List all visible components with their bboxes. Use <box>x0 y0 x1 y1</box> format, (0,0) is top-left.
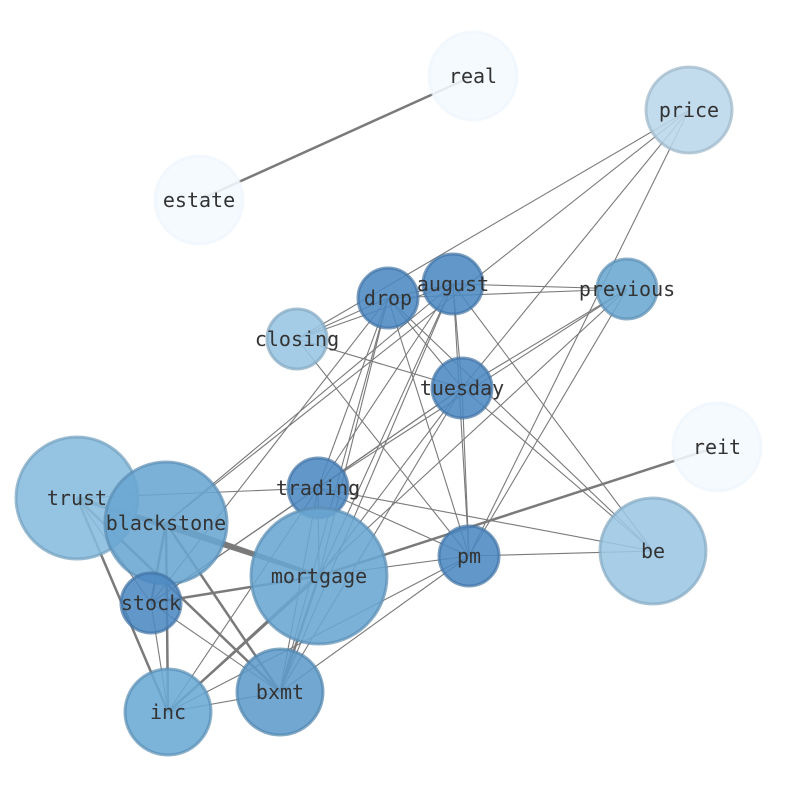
edge-reit-mortgage <box>318 445 718 578</box>
node-circle-stock[interactable] <box>119 571 183 635</box>
node-circle-drop[interactable] <box>356 266 420 330</box>
node-label-trust: trust <box>47 486 107 510</box>
edge-trading-be <box>317 487 654 552</box>
node-real[interactable]: real <box>427 30 519 122</box>
node-circle-be[interactable] <box>598 496 708 606</box>
node-label-reit: reit <box>693 435 741 459</box>
node-label-closing: closing <box>255 327 339 351</box>
node-tuesday[interactable]: tuesday <box>420 356 504 420</box>
node-label-bxmt: bxmt <box>256 680 304 704</box>
node-label-real: real <box>449 64 497 88</box>
node-label-drop: drop <box>364 286 412 310</box>
node-circle-tuesday[interactable] <box>430 356 494 420</box>
node-label-tuesday: tuesday <box>420 376 504 400</box>
node-previous[interactable]: previous <box>579 257 675 321</box>
node-circle-previous[interactable] <box>595 257 659 321</box>
node-label-pm: pm <box>457 544 481 568</box>
node-label-blackstone: blackstone <box>106 511 226 535</box>
node-circle-price[interactable] <box>644 65 734 155</box>
edge-price-pm <box>468 109 690 557</box>
edge-previous-pm <box>468 288 628 557</box>
node-inc[interactable]: inc <box>123 667 213 757</box>
node-pm[interactable]: pm <box>437 524 501 588</box>
node-circle-real[interactable] <box>427 30 519 122</box>
node-circle-pm[interactable] <box>437 524 501 588</box>
edge-tuesday-previous <box>461 288 628 389</box>
node-label-be: be <box>641 539 665 563</box>
node-circle-estate[interactable] <box>153 154 245 246</box>
node-circle-mortgage[interactable] <box>249 506 389 646</box>
node-circle-august[interactable] <box>421 252 485 316</box>
node-label-august: august <box>417 272 489 296</box>
node-circle-bxmt[interactable] <box>235 647 325 737</box>
node-price[interactable]: price <box>644 65 734 155</box>
edge-inc-previous <box>167 288 628 713</box>
edge-blackstone-price <box>165 109 690 524</box>
edge-august-be <box>452 283 654 552</box>
edge-price-tuesday <box>461 109 690 389</box>
edge-trading-drop <box>317 297 389 489</box>
edge-closing-pm <box>296 338 470 557</box>
edge-trading-august <box>317 283 454 489</box>
node-trading[interactable]: trading <box>276 456 360 520</box>
node-circle-reit[interactable] <box>671 401 763 493</box>
node-drop[interactable]: drop <box>356 266 420 330</box>
node-label-price: price <box>659 98 719 122</box>
node-closing[interactable]: closing <box>255 307 339 371</box>
node-label-trading: trading <box>276 476 360 500</box>
node-reit[interactable]: reit <box>671 401 763 493</box>
edge-drop-pm <box>387 297 470 557</box>
edge-august-pm <box>452 283 470 557</box>
edge-drop-be <box>387 297 654 552</box>
node-circle-inc[interactable] <box>123 667 213 757</box>
node-estate[interactable]: estate <box>153 154 245 246</box>
node-circle-closing[interactable] <box>265 307 329 371</box>
node-label-inc: inc <box>150 700 186 724</box>
node-stock[interactable]: stock <box>119 571 183 635</box>
edge-real-estate <box>198 74 474 202</box>
node-blackstone[interactable]: blackstone <box>103 460 229 586</box>
node-bxmt[interactable]: bxmt <box>235 647 325 737</box>
node-august[interactable]: august <box>417 252 489 316</box>
node-label-stock: stock <box>121 591 181 615</box>
node-label-estate: estate <box>163 188 235 212</box>
node-label-mortgage: mortgage <box>271 564 367 588</box>
node-mortgage[interactable]: mortgage <box>249 506 389 646</box>
node-be[interactable]: be <box>598 496 708 606</box>
node-label-previous: previous <box>579 277 675 301</box>
